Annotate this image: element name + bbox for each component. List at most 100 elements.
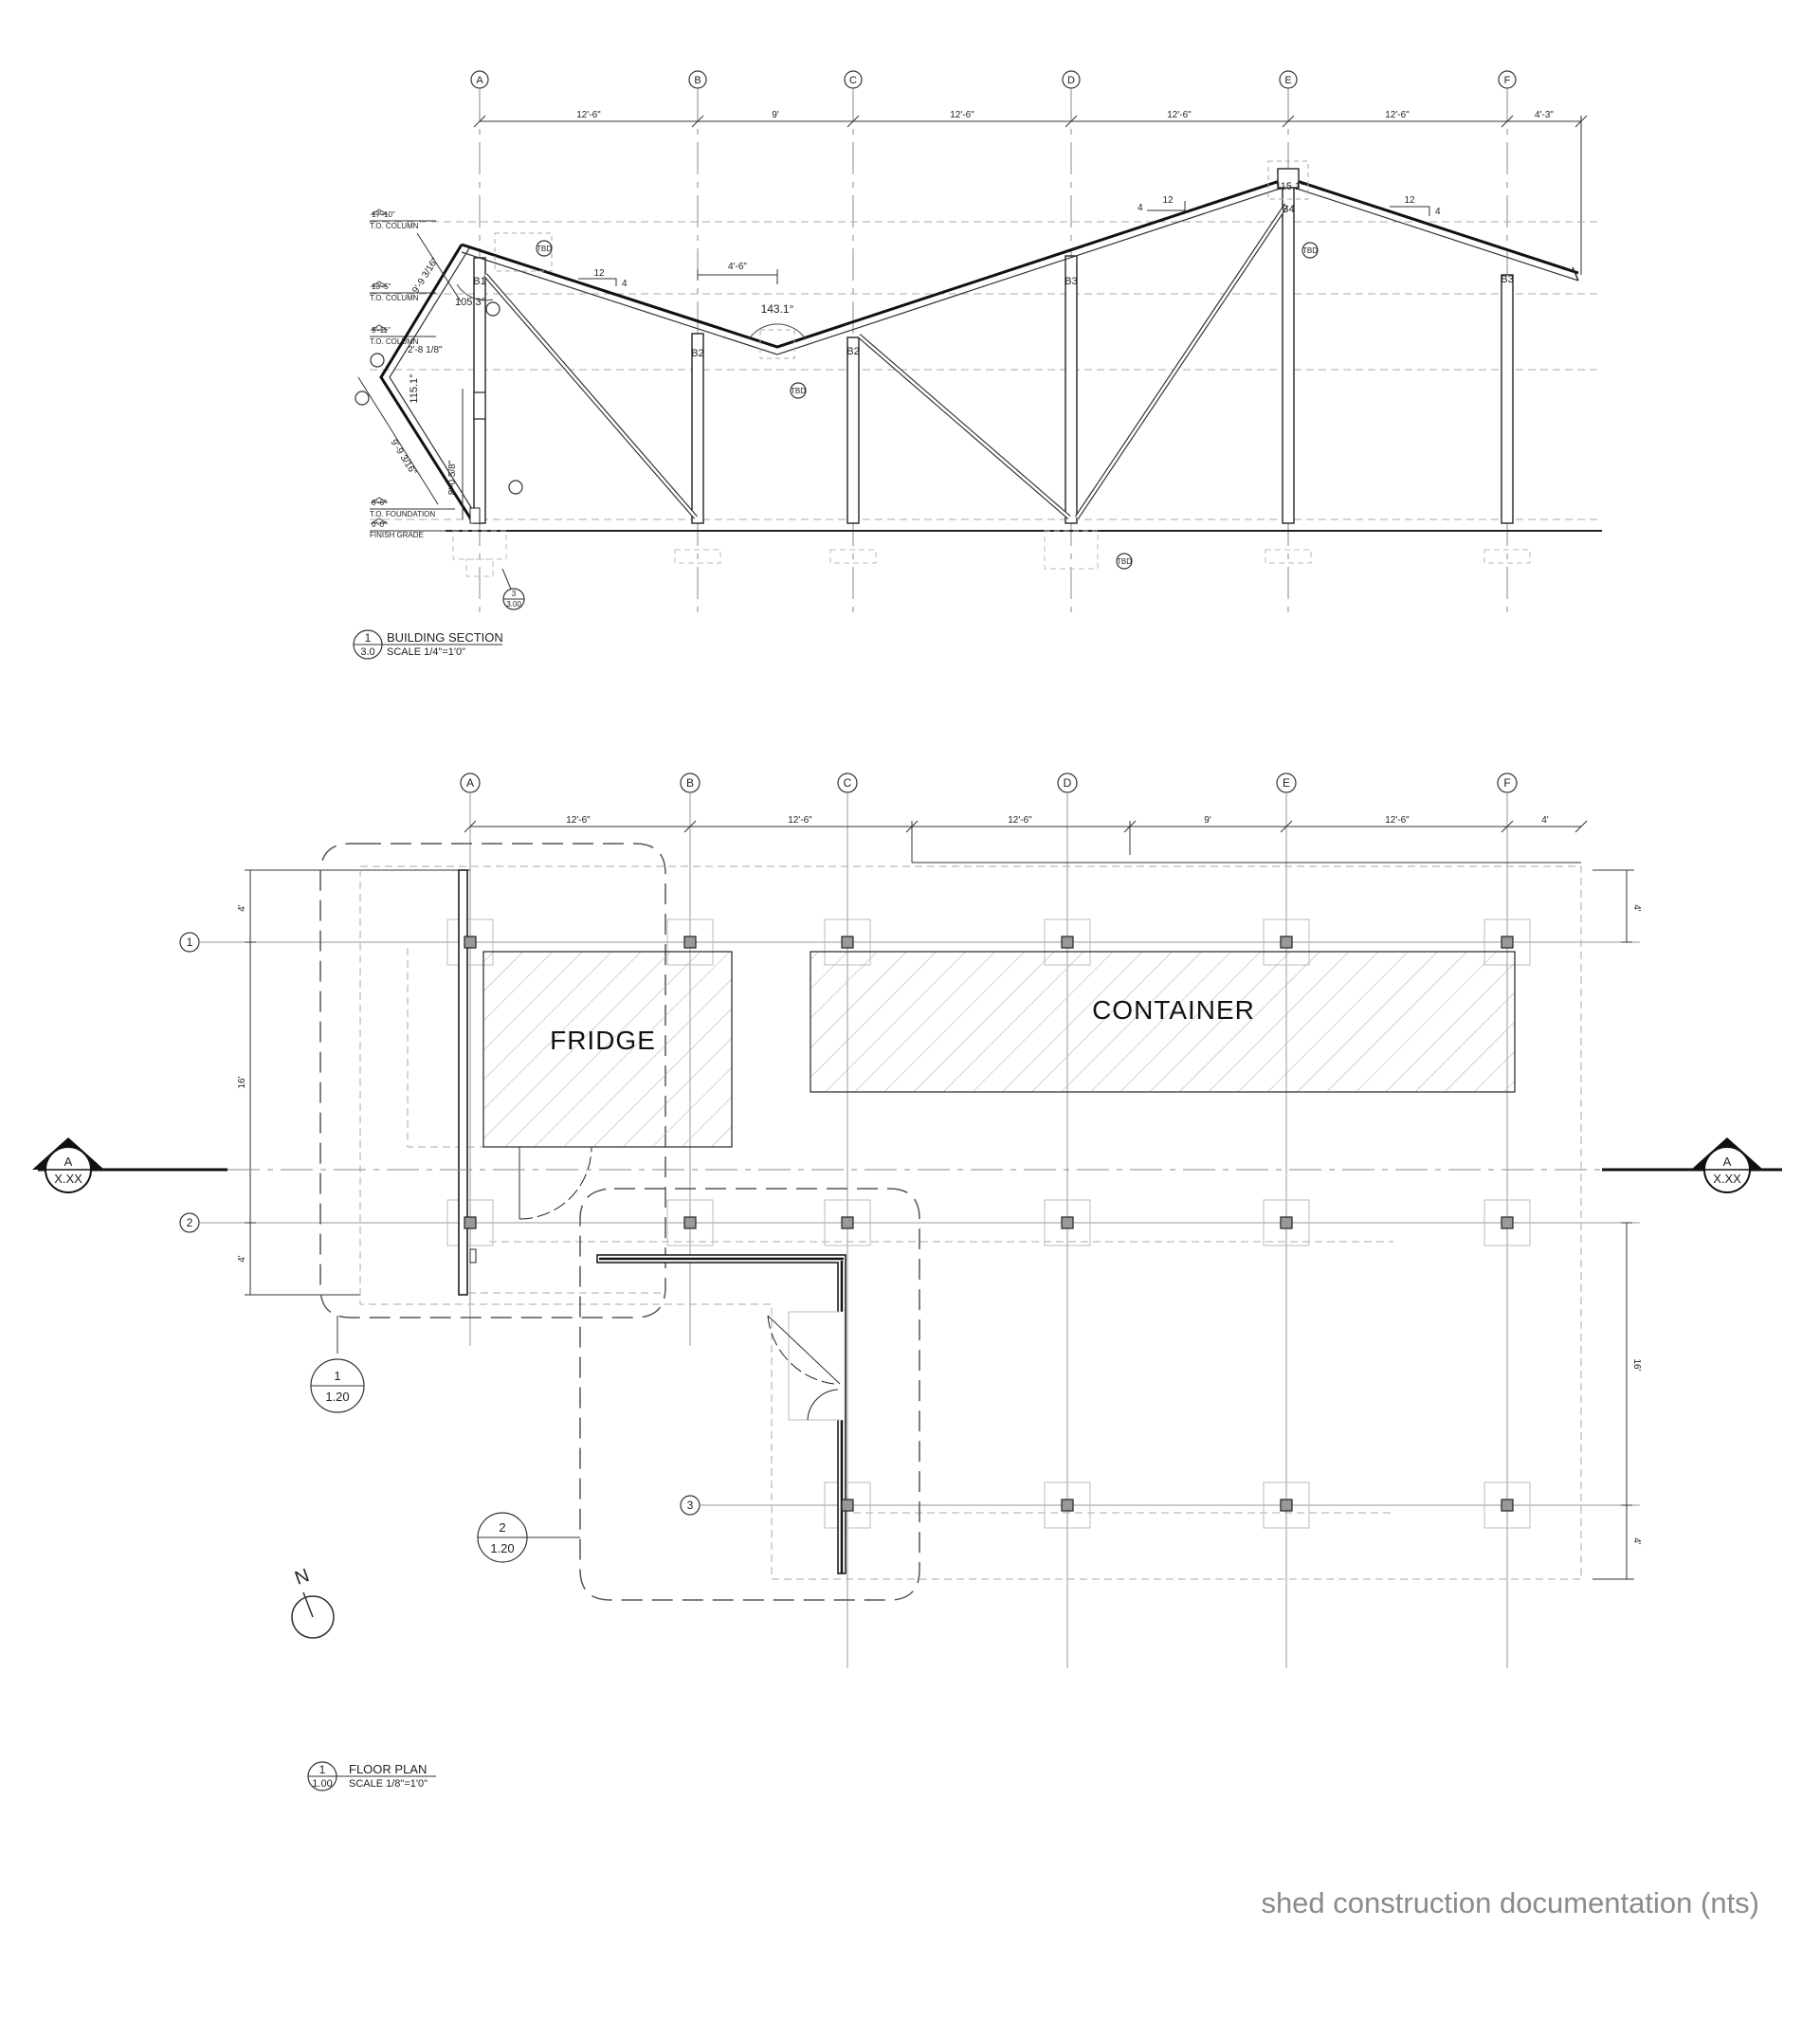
slope-run: 12 bbox=[1162, 195, 1174, 206]
section-mark-left[interactable]: A X.XX bbox=[32, 1137, 104, 1193]
beam-tag-b2-c: B2 bbox=[846, 346, 859, 357]
plan-row-label-2: 2 bbox=[187, 1216, 193, 1229]
plan-grid-bubbles: A B C D E F 1 2 3 bbox=[179, 773, 1518, 1516]
plan-grid-label-b: B bbox=[686, 776, 694, 790]
angle-115-wall: 115.1° bbox=[409, 373, 420, 403]
detail-tag-ridge: TBD bbox=[1302, 246, 1318, 255]
section-grid-bubble-a: A bbox=[470, 70, 489, 89]
plan-grid-bubble-c: C bbox=[837, 773, 858, 793]
plan-right-dim-bottom: 4' bbox=[1631, 1537, 1642, 1545]
wall-dim-depth: 2'-8 1/8" bbox=[408, 345, 443, 355]
plan-row-bubble-1: 1 bbox=[179, 932, 200, 953]
level-marker-finish-grade: 0'-0" FINISH GRADE bbox=[370, 518, 455, 539]
plan-grid-label-a: A bbox=[466, 776, 474, 790]
beam-tag-b3-f: B3 bbox=[1501, 274, 1513, 285]
level-marker-foundation: 0'-6" T.O. FOUNDATION bbox=[370, 497, 455, 518]
section-braces bbox=[483, 203, 1289, 519]
plan-grid-bubble-b: B bbox=[680, 773, 701, 793]
section-dim-bc: 9' bbox=[772, 110, 779, 120]
plan-grid-label-d: D bbox=[1064, 776, 1072, 790]
plan-scale: SCALE 1/8"=1'0" bbox=[349, 1778, 428, 1790]
section-level-labels: 17'-10" T.O. COLUMN 13'-5" T.O. COLUMN 9… bbox=[370, 209, 455, 539]
plan-row-label-1: 1 bbox=[187, 936, 193, 949]
section-grid-label-e: E bbox=[1284, 75, 1291, 86]
plan-roof-outline bbox=[359, 865, 1582, 1580]
level-value: 9'-11" bbox=[372, 326, 391, 335]
section-mark-right[interactable]: A X.XX bbox=[1691, 1137, 1763, 1193]
section-grid-label-d: D bbox=[1067, 75, 1075, 86]
detail-tag-footing: TBD bbox=[1117, 557, 1132, 566]
level-marker-top-column-1: 17'-10" T.O. COLUMN bbox=[370, 209, 436, 230]
level-value: 0'-6" bbox=[372, 499, 387, 507]
section-scale: SCALE 1/4"=1'0" bbox=[387, 646, 465, 658]
fridge-label: FRIDGE bbox=[550, 1026, 656, 1055]
section-mark-right-bottom: X.XX bbox=[1713, 1172, 1741, 1186]
north-arrow-icon: N bbox=[291, 1565, 335, 1639]
callout-1-20[interactable]: 1 1.20 bbox=[310, 1316, 365, 1413]
plan-left-dim-bottom: 4' bbox=[237, 1255, 247, 1263]
beam-tag-b3: B3 bbox=[1065, 276, 1077, 287]
slope-run: 12 bbox=[1404, 195, 1415, 206]
section-beam-tags: B1 B2 B2 B3 B4 B3 bbox=[473, 204, 1513, 359]
plan-title: FLOOR PLAN bbox=[349, 1762, 427, 1776]
slope-rise: 4 bbox=[1435, 207, 1441, 217]
plan-left-dimensions: 4' 16' 4' bbox=[237, 869, 470, 1296]
angle-143: 143.1° bbox=[761, 302, 794, 316]
section-slope-markers: 12 4 12 4 12 4 bbox=[578, 195, 1441, 289]
level-name: T.O. FOUNDATION bbox=[370, 510, 435, 518]
sub-tag-num: 3 bbox=[512, 590, 517, 598]
plan-grid-bubble-a: A bbox=[460, 773, 481, 793]
north-label: N bbox=[292, 1565, 312, 1590]
slope-run: 12 bbox=[593, 268, 605, 279]
plan-container: CONTAINER bbox=[810, 951, 1516, 1093]
plan-right-dim-mid: 16' bbox=[1631, 1358, 1642, 1371]
callout-2-bottom: 1.20 bbox=[490, 1541, 514, 1555]
section-dim-ef: 12'-6" bbox=[1385, 110, 1410, 120]
plan-columns bbox=[464, 936, 1514, 1512]
plan-row-bubble-3: 3 bbox=[680, 1495, 701, 1516]
section-dim-overhang: 4'-3" bbox=[1535, 110, 1554, 120]
plan-doors bbox=[519, 1146, 841, 1421]
level-name: T.O. COLUMN bbox=[370, 294, 419, 302]
angle-105: 105.3° bbox=[455, 297, 485, 308]
level-marker-top-column-3: 9'-11" T.O. COLUMN bbox=[370, 324, 436, 346]
inner-dimension: 4'-6" bbox=[728, 262, 747, 272]
wall-dim-height: 8'-0 5/8" bbox=[447, 460, 458, 495]
plan-title-sheet: 1.00 bbox=[312, 1778, 332, 1790]
plan-left-dim-top: 4' bbox=[237, 904, 247, 912]
plan-dim-ef: 12'-6" bbox=[1385, 815, 1410, 826]
plan-dim-de: 9' bbox=[1204, 815, 1211, 826]
wall-dim-lower: 9'-9 3/16" bbox=[388, 438, 418, 478]
section-title-sheet: 3.0 bbox=[360, 646, 374, 658]
level-marker-top-column-2: 13'-5" T.O. COLUMN bbox=[370, 281, 436, 302]
level-name: FINISH GRADE bbox=[370, 531, 424, 539]
plan-right-dimensions: 4' 16' 4' bbox=[1592, 869, 1642, 1580]
beam-tag-b4: B4 bbox=[1282, 204, 1294, 215]
slope-rise: 4 bbox=[622, 279, 628, 289]
section-grid-label-a: A bbox=[476, 75, 483, 86]
angle-115-ridge: 115.1° bbox=[1275, 181, 1304, 192]
plan-left-dim-mid: 16' bbox=[237, 1076, 247, 1088]
callout-2-20[interactable]: 2 1.20 bbox=[477, 1512, 580, 1563]
plan-fridge: FRIDGE bbox=[482, 951, 733, 1148]
plan-right-dim-top: 4' bbox=[1631, 904, 1642, 912]
section-grid-label-c: C bbox=[849, 75, 857, 86]
section-grid-label-f: F bbox=[1504, 75, 1511, 86]
detail-tag-eave: TBD bbox=[537, 245, 552, 253]
plan-grid-label-f: F bbox=[1503, 776, 1510, 790]
level-name: T.O. COLUMN bbox=[370, 337, 419, 346]
plan-row-bubble-2: 2 bbox=[179, 1212, 200, 1233]
plan-dimension-string: 12'-6" 12'-6" 12'-6" 9' 12'-6" 4' bbox=[464, 815, 1588, 864]
callout-2-top: 2 bbox=[499, 1520, 505, 1535]
section-inner-dimension: 4'-6" bbox=[697, 262, 778, 284]
plan-dim-cd: 12'-6" bbox=[1008, 815, 1032, 826]
section-level-lines bbox=[370, 221, 1602, 532]
section-dim-ab: 12'-6" bbox=[576, 110, 601, 120]
section-sub-detail-tag: 3 3.00 bbox=[501, 568, 525, 610]
section-grid-lines bbox=[479, 89, 1508, 616]
plan-title-block: 1 1.00 FLOOR PLAN SCALE 1/8"=1'0" bbox=[307, 1761, 436, 1791]
plan-callout-regions bbox=[319, 843, 920, 1601]
sheet-caption: shed construction documentation (nts) bbox=[1261, 1886, 1759, 1919]
section-title: BUILDING SECTION bbox=[387, 630, 503, 645]
